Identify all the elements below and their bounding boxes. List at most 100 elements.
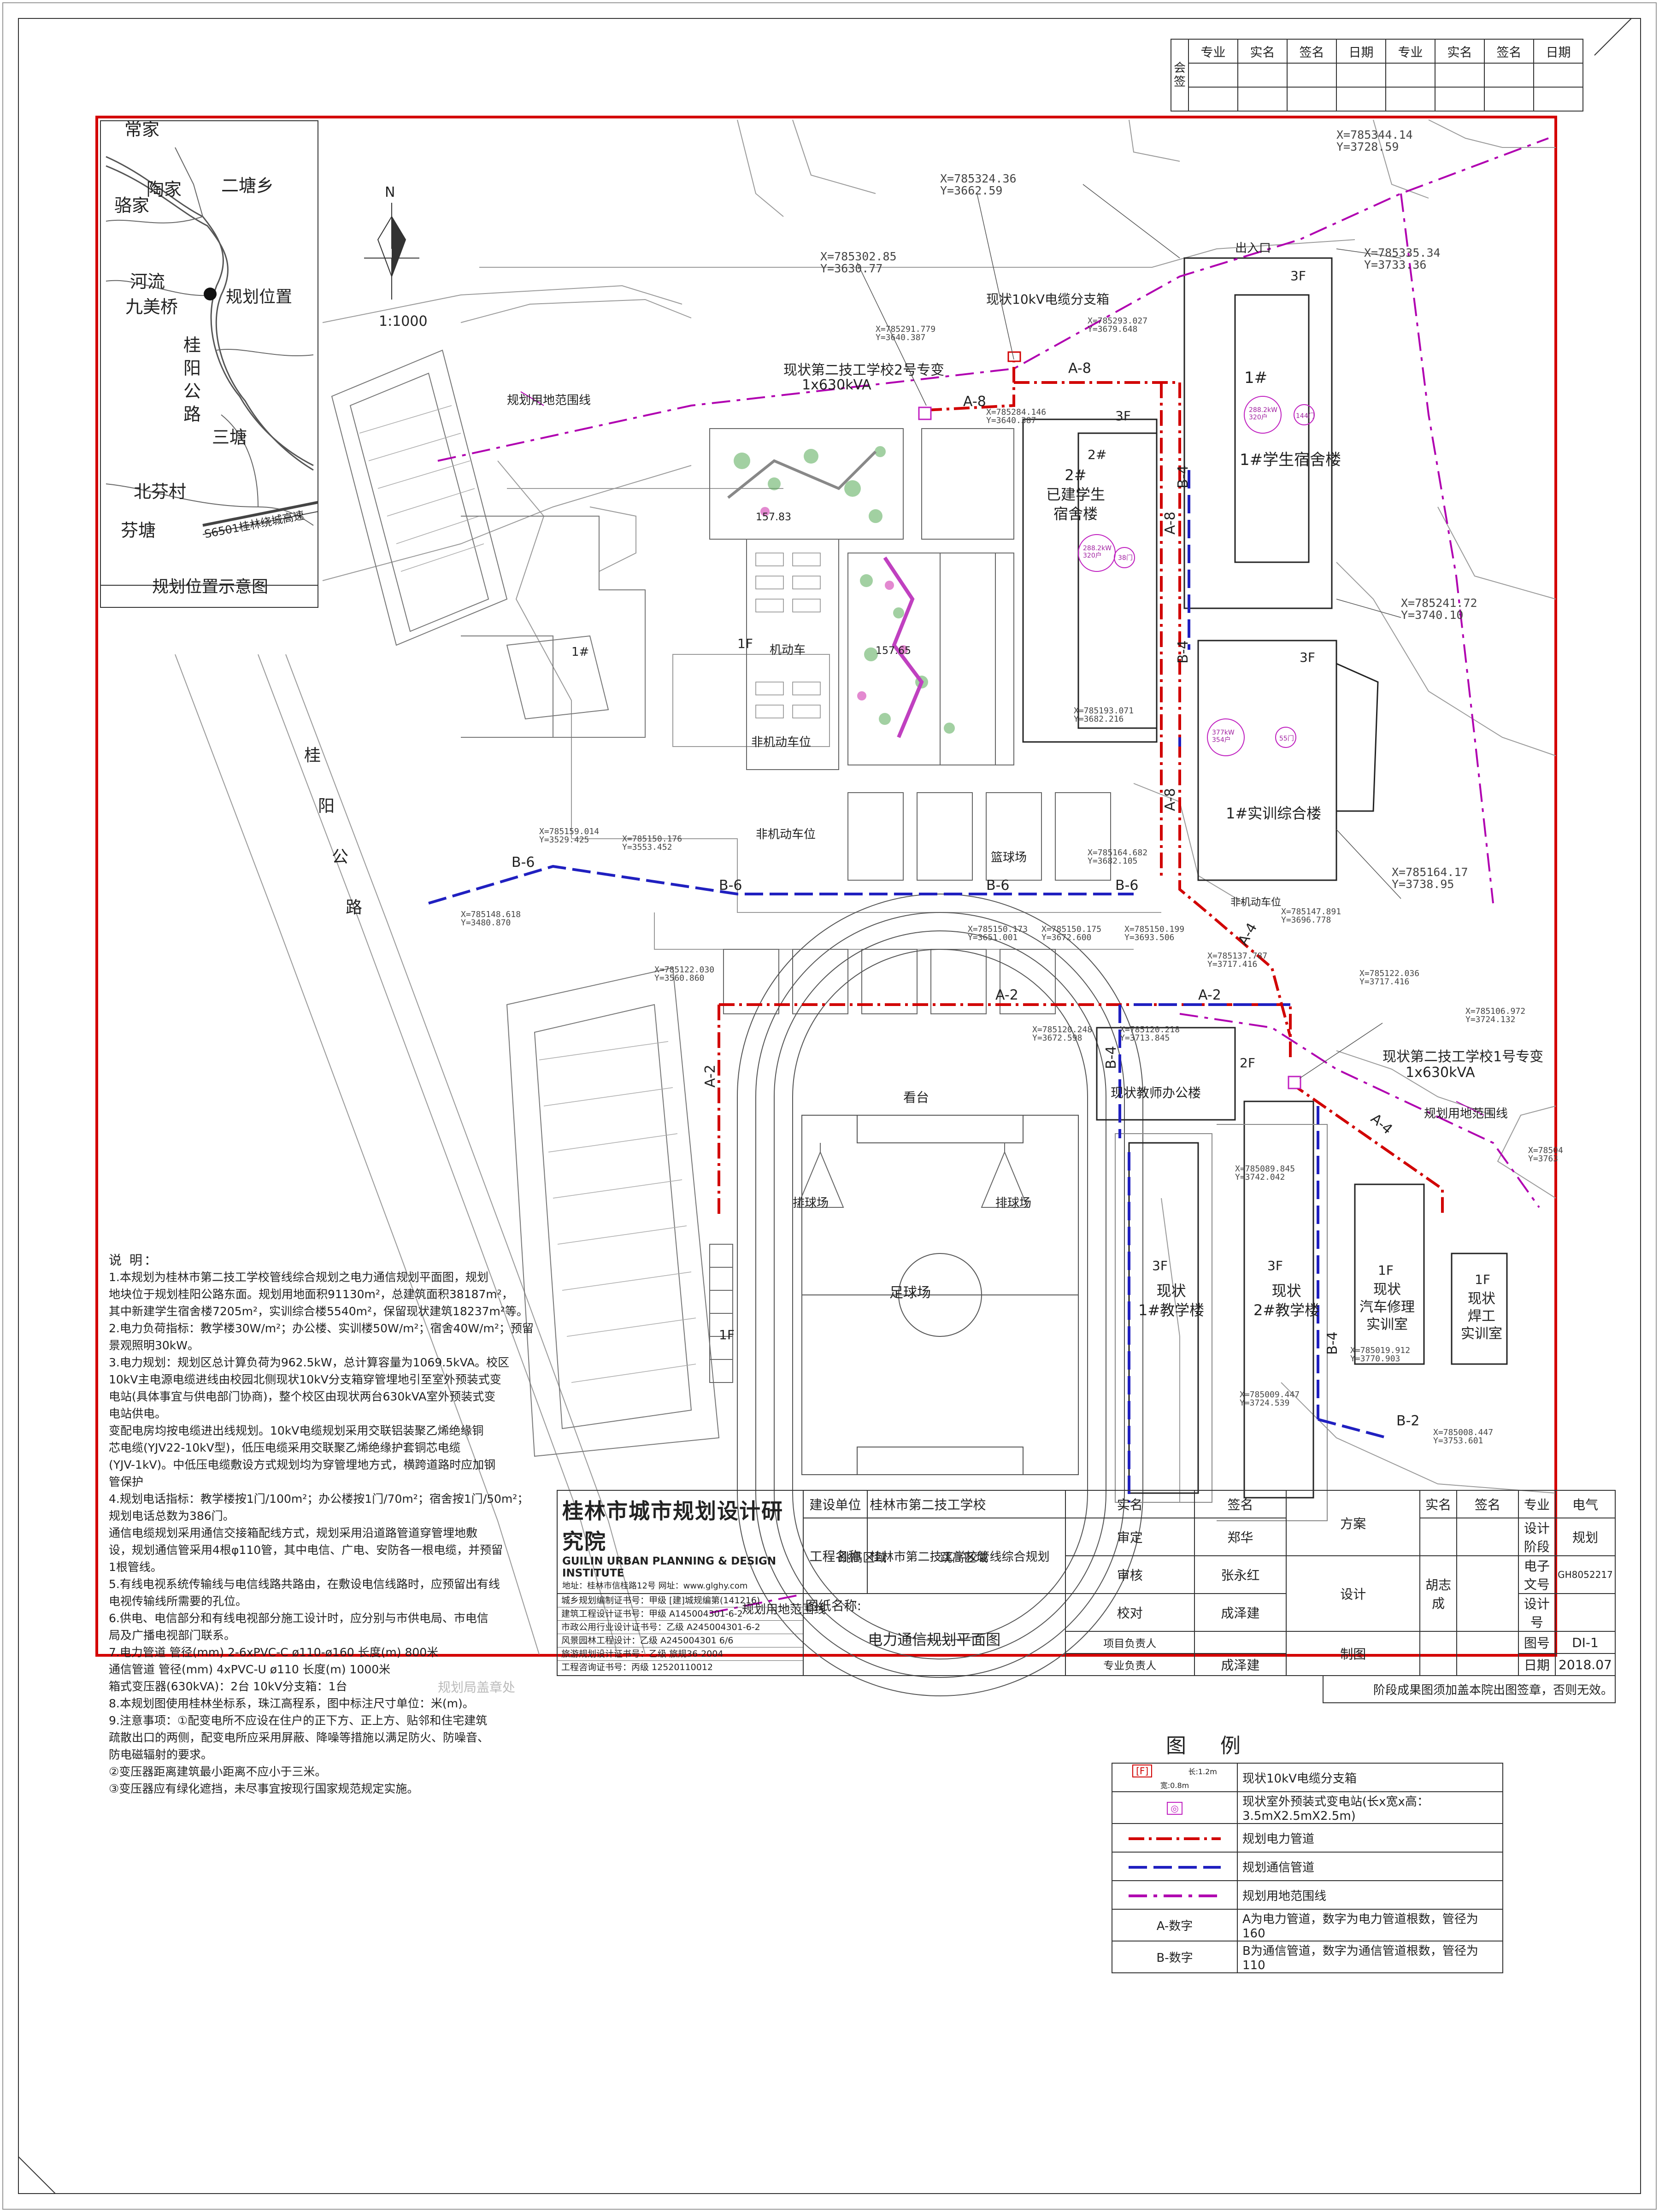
meta-value: GH8052217 [1554, 1555, 1616, 1594]
meta-key: 日期 [1518, 1653, 1556, 1676]
callout-boundary: 规划用地范围线 [507, 394, 591, 407]
bldg-teacher-office [1096, 1027, 1236, 1121]
cert-line: 工程咨询证书号：丙级 12520110012 [561, 1662, 713, 1672]
meta-value: 电气 [1554, 1490, 1616, 1518]
bldg-training1 [1197, 640, 1337, 881]
legend-label: 规划电力管道 [1237, 1823, 1503, 1853]
legend-row: B-数字 B为通信管道，数字为通信管道根数，管径为110 [1112, 1941, 1503, 1973]
road-label: 阳 [318, 797, 335, 816]
scale-label: 1:1000 [379, 313, 428, 329]
countersign-header: 签名 [1484, 39, 1534, 64]
legend-label: 现状室外预装式变电站(长x宽x高：3.5mX2.5mX2.5m) [1237, 1791, 1503, 1824]
approval-stamp-area: 规划局盖章处 [438, 1680, 516, 1695]
duct-label: B-2 [1396, 1413, 1420, 1429]
role-name: 成泽建 [1194, 1593, 1287, 1632]
power-ducts [718, 359, 1444, 1217]
note-line: 防电磁辐射的要求。 [109, 1748, 213, 1761]
callout-transformer2: 现状第二技工学校2号专变 [783, 362, 945, 378]
floor-tag: 3F [1115, 408, 1131, 424]
callout-cabinet: 现状10kV电缆分支箱 [986, 292, 1109, 307]
duct-label: A-8 [1068, 360, 1091, 377]
institute-panel: 桂林市城市规划设计研究院 GUILIN URBAN PLANNING & DES… [557, 1490, 804, 1676]
role-name [1194, 1631, 1287, 1654]
bldg-auto-lab [1354, 1183, 1425, 1365]
legend-table: [F] 长:1.2m 宽:0.8m 现状10kV电缆分支箱 ◎ 现状室外预装式变… [1112, 1763, 1503, 1973]
transformer1-icon [1288, 1076, 1301, 1089]
duct-label: B-6 [719, 877, 742, 894]
label-stands: 看台 [903, 1090, 930, 1105]
north-label: N [385, 184, 395, 200]
note-line: 变配电房均按电缆进出线规划。10kV电缆规划采用交联铝装聚乙烯绝缘铜 [109, 1424, 484, 1437]
countersign-header: 签名 [1287, 39, 1337, 64]
loc-place: 阳 [183, 358, 201, 378]
label-teach2: 现状 2#教学楼 [1253, 1282, 1320, 1319]
loc-place: 北芬村 [134, 482, 187, 502]
institute-name-en: GUILIN URBAN PLANNING & DESIGN INSTITUTE [562, 1555, 777, 1579]
power-line-legend-icon [1129, 1837, 1221, 1840]
floor-tag: 3F [1290, 268, 1306, 283]
note-line: 芯电缆(YJV22-10kV型)，低压电缆采用交联聚乙烯绝缘护套铜芯电缆 [109, 1441, 461, 1454]
legend-row: 规划电力管道 [1112, 1823, 1503, 1853]
callout-transformer1-cap: 1x630kVA [1406, 1065, 1475, 1081]
note-line: 4.规划电话指标：教学楼按1门/100m²；办公楼按1门/70m²；宿舍按1门/… [109, 1492, 529, 1506]
label-dorm1: 1#学生宿舍楼 [1240, 451, 1341, 469]
note-line: 10kV主电源电缆进线由校园北侧现状10kV分支箱穿管埋地引至室外预装式变 [109, 1373, 501, 1386]
meta-value [1554, 1593, 1616, 1632]
note-line: 规划电话总数为386门。 [109, 1509, 235, 1523]
meta-key: 图号 [1518, 1631, 1556, 1654]
legend-symbol: A-数字 [1112, 1909, 1238, 1941]
duct-label: A-2 [702, 1065, 718, 1088]
role-label: 审定 [1065, 1518, 1195, 1556]
note-line: 1根管线。 [109, 1560, 162, 1574]
location-marker-label: 规划位置 [226, 288, 293, 306]
role-name: 成泽建 [1194, 1653, 1287, 1676]
note-line: 2.电力负荷指标：教学楼30W/m²；办公楼、实训楼50W/m²；宿舍40W/m… [109, 1322, 534, 1335]
sign-header: 签名 [1194, 1490, 1287, 1518]
inner-frame [18, 18, 1641, 2194]
note-line: 8.本规划图使用桂林坐标系，珠江高程系，图中标注尺寸单位：米(m)。 [109, 1697, 474, 1710]
legend-symbol: B-数字 [1112, 1941, 1238, 1973]
comm-ducts [428, 470, 1388, 1502]
floor-tag: 3F [1267, 1258, 1283, 1273]
role-label: 审核 [1065, 1555, 1195, 1594]
label-basketball: 篮球场 [991, 851, 1027, 865]
sign-header: 实名 [1065, 1490, 1195, 1518]
project-label: 工程名称 [802, 1518, 868, 1594]
cert-line: 旅游规划设计证书号：乙级 旅规36-2004 [558, 1647, 803, 1661]
label-volley: 排球场 [995, 1196, 1032, 1210]
cert-line: 风景园林工程设计：乙级 A245004301 6/6 [558, 1634, 803, 1647]
legend-label: 现状10kV电缆分支箱 [1237, 1763, 1503, 1792]
floor-tag: 3F [1152, 1258, 1168, 1273]
countersign-header: 实名 [1237, 39, 1288, 64]
label-football: 足球场 [889, 1285, 931, 1301]
label-teacher-office: 现状教师办公楼 [1111, 1085, 1201, 1100]
countersign-table: 会签 专业 实名 签名 日期 专业 实名 签名 日期 [1171, 39, 1583, 112]
loc-place: 桂 [183, 335, 201, 355]
duct-label: A-2 [1198, 987, 1221, 1003]
duct-label: B-4 [1175, 465, 1191, 489]
design-role: 方案 [1286, 1490, 1421, 1556]
design-notes: 说 明： 1.本规划为桂林市第二技工学校管线综合规划之电力通信规划平面图，规划地… [109, 1252, 606, 1797]
countersign-side-label: 会签 [1171, 39, 1189, 112]
bldg-dorm1 [1183, 257, 1333, 609]
transformer2-icon [918, 406, 932, 420]
comm-line-legend-icon [1129, 1866, 1221, 1869]
meta-key: 设计号 [1518, 1593, 1556, 1632]
loc-place: 骆家 [114, 195, 150, 216]
note-line: 设，规划通信管采用4根φ110管，其中电信、广电、安防各一根电缆，并预留 [109, 1543, 503, 1557]
